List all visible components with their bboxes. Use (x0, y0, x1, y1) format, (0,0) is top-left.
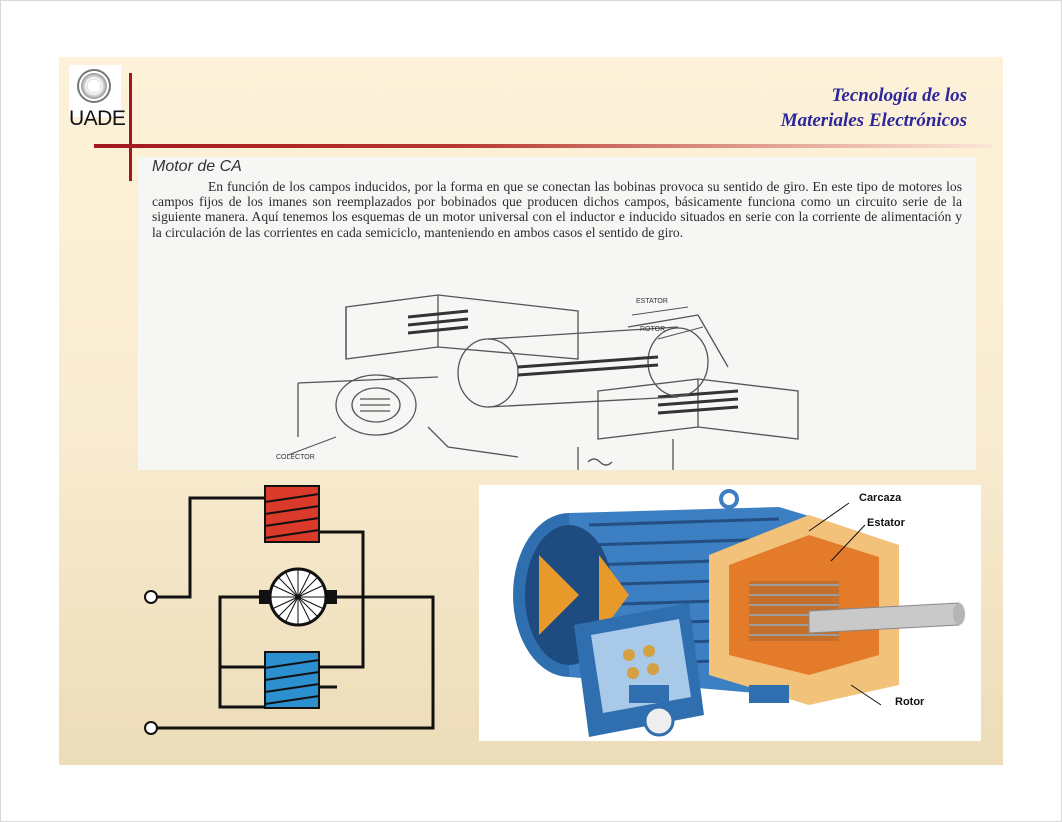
university-seal-icon (77, 69, 111, 103)
motor-sketch-diagram: ESTATOR ROTOR COLECTOR (276, 294, 799, 470)
title-line-1: Tecnología de los (831, 85, 967, 106)
accent-horizontal-line (94, 144, 992, 148)
scan-paragraph-wrap: En función de los campos inducidos, por … (152, 179, 962, 240)
scanned-page: Motor de CA En función de los campos ind… (138, 157, 976, 470)
label-carcaza: Carcaza (859, 492, 902, 504)
field-coil-blue-icon (264, 651, 320, 709)
motor-cutaway-drawing (513, 489, 965, 737)
label-rotor: Rotor (895, 696, 925, 708)
armature-rotor-icon (259, 567, 337, 627)
motor-cutaway-image: Carcaza Estator Rotor (479, 485, 981, 741)
terminal-top-icon (144, 590, 158, 604)
logo-text: UADE (69, 107, 126, 130)
field-coil-red-icon (264, 485, 320, 543)
terminal-bottom-icon (144, 721, 158, 735)
scan-heading: Motor de CA (152, 158, 242, 175)
label-estator: Estator (867, 517, 905, 529)
scan-paragraph: En función de los campos inducidos, por … (152, 179, 962, 240)
universal-motor-circuit (144, 485, 435, 735)
slide-title: Tecnología de los Materiales Electrónico… (781, 83, 967, 133)
label-colector-sketch: COLECTOR (276, 454, 315, 461)
accent-vertical-line (129, 73, 132, 181)
uade-logo (69, 65, 121, 117)
label-rotor-sketch: ROTOR (640, 326, 665, 333)
title-line-2: Materiales Electrónicos (780, 110, 967, 131)
slide: UADE Tecnología de los Materiales Electr… (59, 57, 1003, 765)
label-estator-sketch: ESTATOR (636, 298, 668, 305)
